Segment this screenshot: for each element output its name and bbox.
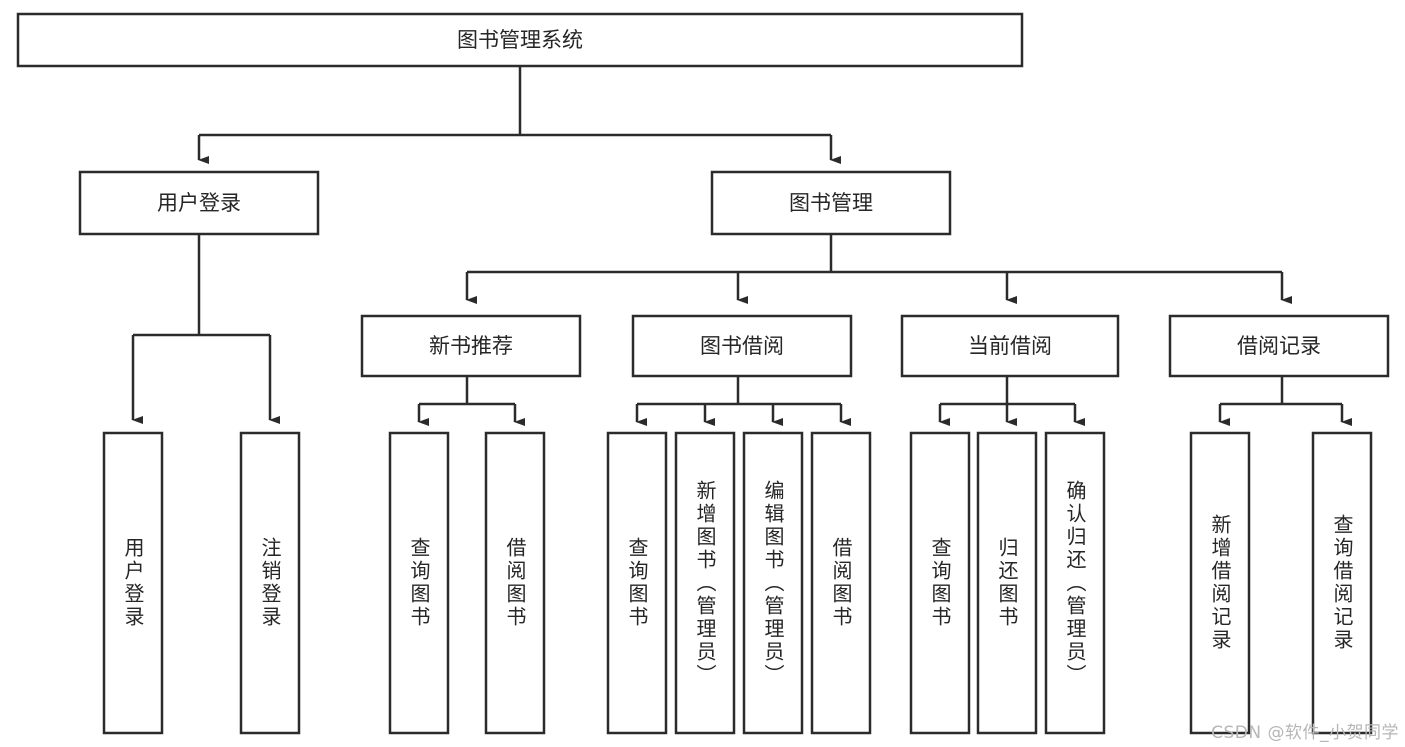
connector-group-borrow-record [1218, 376, 1352, 426]
connector-group-user-login [131, 234, 280, 424]
leaf-box-book-borrow-3[interactable] [742, 431, 804, 735]
node-book-manage-label: 图书管理 [789, 191, 873, 215]
leaf-box-current-borrow-1[interactable] [909, 431, 971, 735]
leaf-box-user-login-1[interactable] [102, 431, 164, 735]
node-book-manage-box[interactable] [710, 170, 952, 236]
node-borrow-record-box[interactable] [1168, 314, 1390, 378]
leaf-box-new-book-2[interactable] [484, 431, 546, 735]
node-new-book-label: 新书推荐 [429, 334, 513, 358]
connector-group-new-book [417, 376, 525, 426]
watermark-text: CSDN @软件_小贺同学 [1211, 723, 1399, 743]
node-root-label: 图书管理系统 [457, 28, 583, 52]
node-root-box[interactable] [16, 12, 1024, 68]
leaf-box-new-book-1[interactable] [388, 431, 450, 735]
leaf-box-borrow-record-1[interactable] [1189, 431, 1251, 735]
leaf-box-book-borrow-1[interactable] [606, 431, 668, 735]
connector-group-book-manage [465, 234, 1292, 304]
leaf-box-user-login-2[interactable] [239, 431, 301, 735]
connector-group-current-borrow [938, 376, 1085, 426]
node-user-login-label: 用户登录 [157, 191, 241, 215]
node-current-borrow-box[interactable] [900, 314, 1120, 378]
node-new-book-box[interactable] [360, 314, 582, 378]
leaf-box-borrow-record-2[interactable] [1311, 431, 1373, 735]
node-user-login-box[interactable] [78, 170, 320, 236]
leaf-box-book-borrow-2[interactable] [674, 431, 736, 735]
leaf-box-current-borrow-3[interactable] [1044, 431, 1106, 735]
leaf-box-current-borrow-2[interactable] [976, 431, 1038, 735]
leaf-box-book-borrow-4[interactable] [810, 431, 872, 735]
connector-group-book-borrow [635, 376, 851, 426]
connector-group-root [197, 66, 841, 164]
node-current-borrow-label: 当前借阅 [968, 334, 1052, 358]
node-borrow-record-label: 借阅记录 [1237, 334, 1321, 358]
node-book-borrow-label: 图书借阅 [700, 334, 784, 358]
node-book-borrow-box[interactable] [631, 314, 853, 378]
